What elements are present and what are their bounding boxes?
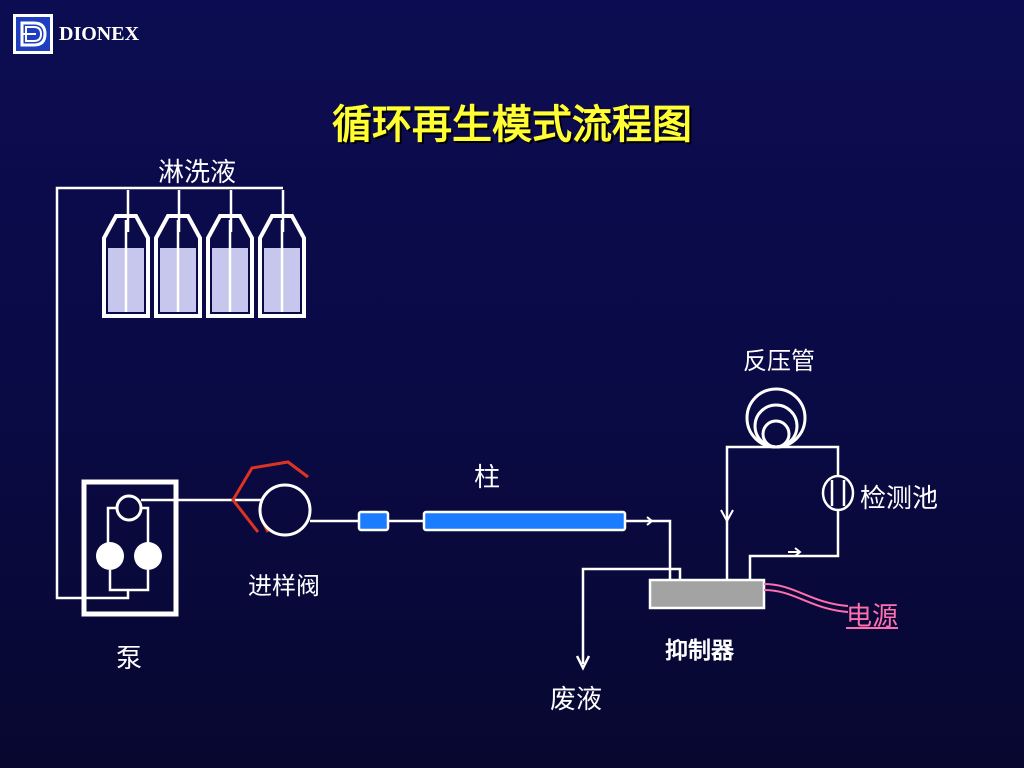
waste-label: 废液 — [550, 685, 603, 715]
suppressor — [648, 578, 766, 610]
analytical-column — [422, 510, 627, 532]
brand-name: DIONEX — [59, 23, 140, 45]
pump-label: 泵 — [116, 644, 143, 674]
backpressure-coil-label: 反压管 — [743, 347, 815, 375]
detector-cell — [821, 474, 855, 512]
backpressure-coil — [745, 387, 807, 449]
power-lead — [763, 583, 849, 613]
eluent-bottle-2 — [154, 214, 202, 318]
flow-arrow-3 — [788, 547, 802, 557]
suppressor-label: 抑制器 — [665, 638, 734, 664]
eluent-bottle-4 — [258, 214, 306, 318]
column-label: 柱 — [474, 463, 501, 493]
eluent-bottles — [102, 214, 306, 318]
page-title: 循环再生模式流程图 — [332, 102, 692, 148]
eluent-bottle-3 — [206, 214, 254, 318]
eluent-line — [55, 186, 283, 600]
dionex-logo-mark — [13, 14, 53, 54]
column-to-suppressor-line — [625, 519, 672, 580]
recycle-loop — [725, 445, 840, 580]
flow-arrow-2 — [720, 509, 734, 524]
power-label: 电源 — [846, 602, 899, 632]
pump — [81, 479, 179, 617]
waste-line — [581, 567, 682, 664]
waste-arrow — [575, 655, 591, 671]
eluent-label: 淋洗液 — [158, 158, 237, 188]
injection-valve — [231, 460, 312, 537]
eluent-bottle-1 — [102, 214, 150, 318]
guard-column — [357, 510, 390, 532]
detector-cell-label: 检测池 — [860, 484, 939, 514]
injection-valve-label: 进样阀 — [248, 572, 320, 600]
flow-arrow-1 — [640, 516, 654, 526]
